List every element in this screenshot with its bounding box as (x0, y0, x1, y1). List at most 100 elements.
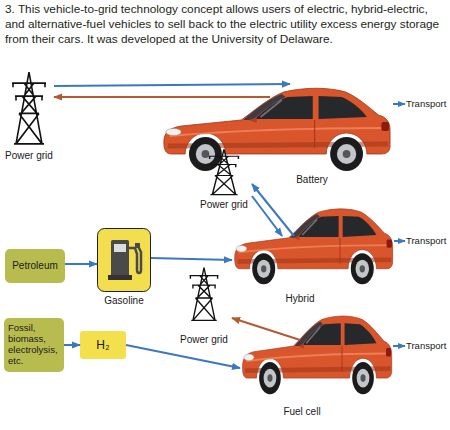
car-drawing-part (257, 260, 271, 278)
power-tower: Power grid (4, 70, 54, 164)
tower-drawing-part (190, 268, 219, 321)
tower-drawing-part (12, 72, 46, 144)
car-drawing-part (261, 265, 266, 272)
free-label: Transport (406, 235, 446, 247)
node-label: Power grid (176, 334, 232, 346)
car-drawing-part (330, 137, 363, 171)
tower-drawing (206, 148, 242, 196)
car-drawing-part (244, 354, 254, 361)
car-drawing-part (299, 343, 304, 349)
node-label: Hybrid (260, 293, 340, 305)
car-drawing-part (189, 137, 222, 171)
car-drawing-part (239, 245, 392, 252)
car-drawing-part (166, 129, 181, 136)
tower-drawing (187, 266, 221, 322)
car-drawing-part (302, 323, 340, 345)
car-drawing-part (345, 323, 377, 345)
car-drawing-part (246, 354, 390, 362)
car-drawing-part (360, 265, 365, 272)
energy-flow-arrow (126, 345, 240, 368)
car-drawing-part (337, 144, 356, 164)
car-drawing-part (261, 100, 282, 117)
box-text: Fossil, biomass, electrolysis, etc. (8, 322, 60, 366)
car-drawing-part (302, 220, 317, 235)
fuel-box: H₂ (80, 331, 126, 359)
power-tower: Power grid (176, 266, 232, 348)
car-drawing-part (319, 96, 367, 119)
car-drawing-part (249, 117, 257, 123)
car-drawing-part (298, 216, 339, 237)
free-label: Transport (406, 340, 446, 352)
car-drawing-part (267, 374, 272, 382)
box-text: Petroleum (12, 260, 58, 272)
tower-drawing-part (209, 149, 240, 194)
car-drawing-part (381, 122, 389, 131)
car-drawing-part (255, 96, 313, 119)
car-drawing-part (306, 327, 320, 343)
energy-flow-arrow (232, 318, 300, 340)
car-drawing-part (351, 253, 374, 284)
node-label: Battery (272, 174, 352, 186)
pump-drawing (97, 228, 151, 292)
car-drawing-part (352, 362, 374, 394)
transport-arrow (393, 103, 405, 105)
car-illustration (240, 312, 393, 397)
node-label: Gasoline (97, 295, 151, 307)
energy-flow-arrow (54, 84, 290, 86)
energy-flow-arrow (65, 263, 97, 265)
hybrid-car: Hybrid (232, 236, 394, 306)
pump-illustration (97, 228, 151, 292)
car-drawing-part (170, 128, 388, 136)
node-label: Power grid (4, 150, 54, 162)
electric-car: Battery (270, 84, 392, 184)
car-drawing-part (343, 150, 351, 158)
tower-illustration (9, 70, 49, 146)
car-drawing-part (294, 235, 299, 240)
car-drawing-part (202, 150, 210, 158)
pump-drawing-part (129, 246, 141, 273)
node-label: Power grid (196, 199, 252, 211)
car-drawing-part (196, 144, 215, 164)
car-drawing-part (252, 253, 275, 284)
tower-drawing (9, 70, 49, 146)
energy-flow-arrow (151, 258, 232, 260)
pump-drawing-part (135, 243, 140, 248)
car-drawing (240, 312, 393, 397)
car-drawing-part (264, 369, 277, 388)
node-label: Fuel cell (262, 406, 342, 418)
car-drawing-part (314, 120, 315, 148)
car-drawing (232, 205, 394, 287)
pump-drawing-part (111, 240, 129, 276)
source-box: Petroleum (5, 249, 65, 283)
pump-drawing-part (108, 275, 132, 280)
car-drawing-part (387, 240, 392, 248)
energy-flow-arrow (54, 96, 270, 98)
car-drawing-part (343, 216, 377, 237)
tower-illustration (187, 266, 221, 322)
car-drawing-part (386, 348, 391, 357)
box-text: H₂ (96, 338, 109, 352)
pump-drawing-part (98, 229, 151, 292)
car-drawing-part (356, 260, 370, 278)
figure-caption: 3. This vehicle-to-grid technology conce… (5, 2, 445, 47)
car-drawing-part (236, 246, 247, 252)
car-illustration (232, 205, 394, 287)
transport-arrow (393, 345, 405, 347)
source-box: Fossil, biomass, electrolysis, etc. (4, 318, 64, 372)
fuel-cell-car: Fuel cell (240, 340, 405, 420)
free-label: Transport (406, 98, 446, 110)
tower-illustration (206, 148, 242, 196)
car-drawing-part (259, 362, 281, 394)
car-drawing-part (340, 238, 341, 264)
power-tower: Power grid (196, 148, 252, 212)
car-drawing-part (342, 346, 343, 372)
car-drawing-part (360, 374, 365, 382)
car-drawing-part (357, 369, 370, 388)
pump-drawing-part (114, 244, 126, 252)
gas-pump: Gasoline (97, 228, 151, 308)
transport-arrow (394, 240, 405, 242)
energy-flow-arrow (64, 344, 80, 346)
